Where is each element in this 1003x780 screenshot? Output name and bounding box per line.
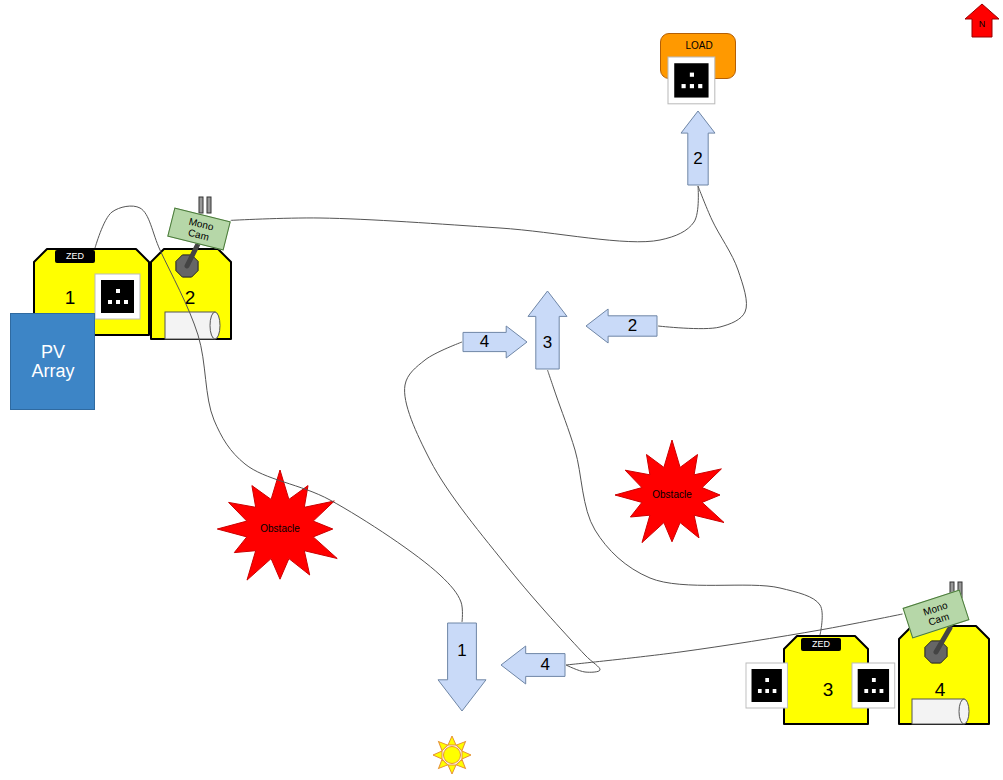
step-arrow: 2 — [585, 308, 658, 344]
robot-number: 4 — [935, 680, 946, 701]
marker-dot — [880, 689, 884, 693]
load-label: LOAD — [685, 41, 712, 52]
step-arrow: 4 — [462, 325, 528, 359]
marker-dot — [872, 689, 876, 693]
step-arrow-outline — [500, 645, 566, 685]
north-arrow — [965, 4, 999, 37]
cable-connector — [548, 370, 823, 635]
cable-connector — [658, 186, 746, 329]
step-arrow-shape — [586, 309, 657, 343]
marker-dot — [765, 689, 769, 693]
step-arrow: 3 — [527, 290, 568, 370]
marker-dot — [872, 678, 876, 682]
robot-body-outline — [898, 625, 990, 725]
sun-ray — [462, 751, 471, 759]
robot-body-shape — [784, 636, 868, 724]
cable-connector — [231, 186, 699, 242]
pv-label: PV Array — [23, 343, 83, 382]
robot-number: 3 — [823, 680, 834, 701]
step-arrow-shape — [501, 646, 565, 684]
step-arrow-outline — [437, 622, 487, 712]
sun-disc — [444, 747, 461, 764]
obstacle-star-shape — [217, 470, 337, 580]
step-arrow-outline — [680, 110, 716, 186]
robot-number: 1 — [65, 288, 76, 309]
step-number: 4 — [480, 333, 489, 351]
obstacle-star: Obstacle — [212, 468, 348, 590]
step-arrow-outline — [462, 325, 528, 359]
step-number: 4 — [541, 656, 550, 674]
step-number: 2 — [628, 317, 637, 335]
robot-body: 4 — [898, 625, 990, 725]
obstacle-label: Obstacle — [652, 490, 691, 501]
sun-ray — [456, 759, 468, 771]
sun-symbol — [433, 736, 471, 774]
step-arrow-shape — [463, 326, 527, 358]
load-box: LOAD — [660, 33, 736, 79]
camera-label: Mono Cam — [178, 215, 222, 246]
step-arrow: 1 — [437, 622, 487, 712]
marker-dot — [698, 84, 702, 88]
zed-camera: ZED — [801, 638, 841, 651]
camera-label: ZED — [812, 640, 830, 650]
cable-connector — [405, 342, 600, 672]
step-arrow-shape — [681, 111, 715, 185]
robot-body: 3 ZED — [783, 635, 869, 725]
marker-border — [746, 663, 787, 708]
step-arrow-shape — [438, 623, 486, 711]
sun-ray — [456, 739, 468, 751]
sun-ray — [433, 751, 442, 759]
camera-label: ZED — [66, 252, 84, 262]
step-arrow: 2 — [680, 110, 716, 186]
sun-ray — [436, 759, 448, 771]
marker-dot — [682, 84, 686, 88]
cable-connector — [95, 206, 462, 622]
robot-body-shape — [899, 626, 989, 724]
camera-antenna — [199, 197, 203, 213]
sun-ray — [436, 739, 448, 751]
robot-body: 2 — [150, 248, 232, 340]
camera-antenna — [207, 197, 211, 213]
marker-dot — [758, 689, 762, 693]
step-number: 2 — [693, 150, 702, 168]
sun-ray — [448, 765, 456, 774]
mono-camera: Mono Cam — [167, 207, 231, 250]
fiducial-marker — [746, 663, 787, 708]
marker-dot — [765, 678, 769, 682]
sun-ray — [448, 736, 456, 745]
step-arrow-shape — [528, 291, 567, 369]
step-arrow-outline — [527, 290, 568, 370]
zed-camera: ZED — [55, 250, 95, 263]
north-label: N — [976, 20, 988, 29]
marker-dot — [690, 84, 694, 88]
marker-dot — [773, 689, 777, 693]
step-number: 1 — [457, 642, 466, 660]
pv-array: PV Array — [10, 313, 95, 410]
obstacle-star-shape — [615, 440, 724, 543]
step-number: 3 — [543, 333, 552, 351]
robot-number: 2 — [185, 288, 196, 309]
marker-field — [752, 669, 782, 702]
robot-body-shape — [151, 249, 231, 339]
step-arrow-outline — [585, 308, 658, 344]
obstacle-label: Obstacle — [260, 524, 299, 535]
step-arrow: 4 — [500, 645, 566, 685]
obstacle-star: Obstacle — [610, 438, 734, 552]
